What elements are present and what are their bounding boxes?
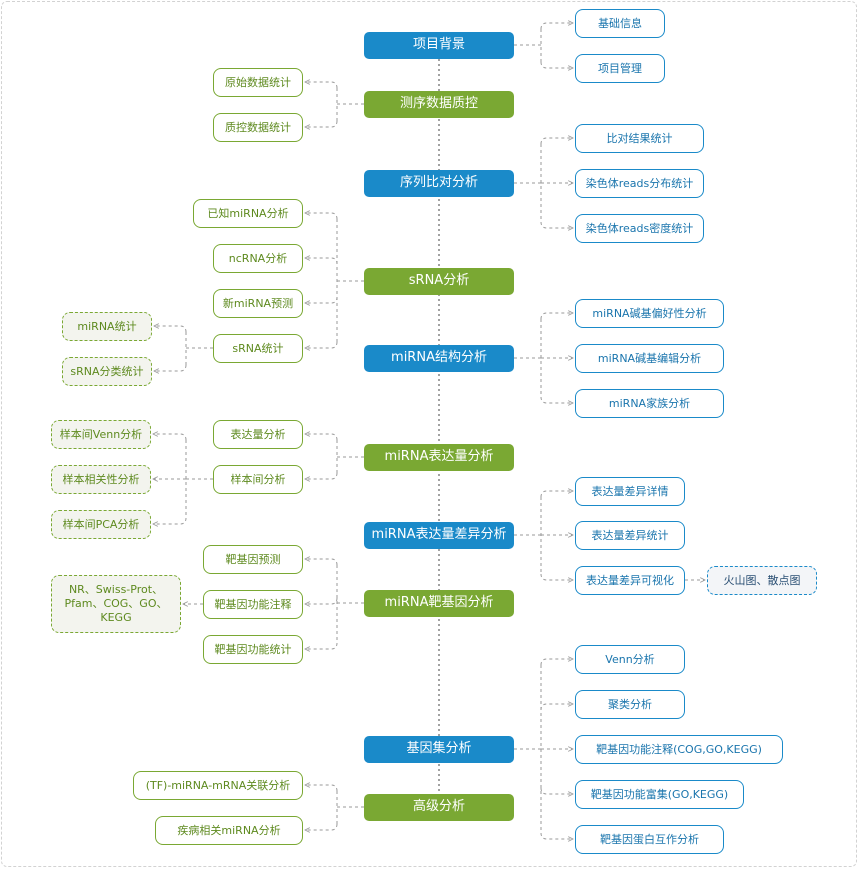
sub-node-diff-details: 表达量差异详情 [575,477,685,506]
sub-node-expression: 表达量分析 [213,420,303,449]
leaf-node-mirna-stats: miRNA统计 [62,312,152,341]
sub-node-chrom-reads-distribution: 染色体reads分布统计 [575,169,704,198]
leaf-node-sample-pca: 样本间PCA分析 [51,510,151,539]
branch-srna-arrow-2 [305,296,338,303]
sub-node-mirna-family: miRNA家族分析 [575,389,724,418]
branch-qc-arrow-0 [305,82,338,89]
main-node-sequencing-qc: 测序数据质控 [364,91,514,118]
branch-qc-arrow-1 [305,120,338,127]
leaf-node-volcano-scatter: 火山图、散点图 [707,566,817,595]
sub-node-alignment-stats: 比对结果统计 [575,124,704,153]
branch-srna-stats-arrow-1 [154,364,187,371]
branch-alignment-arrow-0 [540,138,573,145]
branch-target-arrow-2 [305,642,338,649]
leaf-node-annotation-databases: NR、Swiss-Prot、Pfam、COG、GO、KEGG [51,575,181,633]
sub-node-target-function-annotation: 靶基因功能注释 [203,590,303,619]
sub-node-target-ppi: 靶基因蛋白互作分析 [575,825,724,854]
sub-node-tf-mirna-mrna: (TF)-miRNA-mRNA关联分析 [133,771,303,800]
sub-node-target-prediction: 靶基因预测 [203,545,303,574]
sub-node-known-mirna: 已知miRNA分析 [193,199,303,228]
sub-node-ncrna: ncRNA分析 [213,244,303,273]
branch-differential-arrow-2 [540,573,573,580]
branch-differential-arrow-0 [540,491,573,498]
main-node-gene-set: 基因集分析 [364,736,514,763]
sub-node-qc-data-stats: 质控数据统计 [213,113,303,142]
sub-node-chrom-reads-density: 染色体reads密度统计 [575,214,704,243]
sub-node-basic-info: 基础信息 [575,9,665,38]
sub-node-target-annotation-cog-go-kegg: 靶基因功能注释(COG,GO,KEGG) [575,735,783,764]
branch-expression-arrow-1 [305,472,338,479]
main-node-mirna-expression: miRNA表达量分析 [364,444,514,471]
branch-srna-arrow-1 [305,258,338,265]
branch-target-arrow-1 [305,597,338,604]
branch-advanced-arrow-0 [305,785,338,792]
branch-srna-arrow-3 [305,341,338,348]
branch-geneset-arrow-4 [540,832,573,839]
sub-node-mirna-base-bias: miRNA碱基偏好性分析 [575,299,724,328]
main-node-project-background: 项目背景 [364,32,514,59]
sub-node-diff-stats: 表达量差异统计 [575,521,685,550]
branch-srna-stats-arrow-0 [154,326,187,333]
sub-node-target-function-stats: 靶基因功能统计 [203,635,303,664]
sub-node-target-enrichment-go-kegg: 靶基因功能富集(GO,KEGG) [575,780,744,809]
branch-structure-arrow-2 [540,396,573,403]
sub-node-diff-visualization: 表达量差异可视化 [575,566,685,595]
main-node-mirna-differential: miRNA表达量差异分析 [364,522,514,549]
branch-structure-arrow-0 [540,313,573,320]
branch-geneset-arrow-0 [540,659,573,666]
branch-sample-arrow-0 [153,434,187,441]
branch-alignment-arrow-2 [540,221,573,228]
leaf-node-srna-class-stats: sRNA分类统计 [62,357,152,386]
sub-node-clustering: 聚类分析 [575,690,685,719]
branch-geneset-arrow-3 [540,787,573,794]
main-node-mirna-structure: miRNA结构分析 [364,345,514,372]
branch-geneset-arrow-1 [540,704,573,711]
leaf-node-sample-correlation: 样本相关性分析 [51,465,151,494]
main-node-mirna-target: miRNA靶基因分析 [364,590,514,617]
sub-node-disease-mirna: 疾病相关miRNA分析 [155,816,303,845]
main-node-srna-analysis: sRNA分析 [364,268,514,295]
branch-srna-arrow-0 [305,213,338,220]
main-node-alignment-analysis: 序列比对分析 [364,170,514,197]
sub-node-raw-data-stats: 原始数据统计 [213,68,303,97]
branch-sample-arrow-2 [153,517,187,524]
sub-node-mirna-base-editing: miRNA碱基编辑分析 [575,344,724,373]
branch-advanced-arrow-1 [305,823,338,830]
branch-background-arrow-0 [540,23,573,30]
branch-expression-arrow-0 [305,434,338,441]
sub-node-between-samples: 样本间分析 [213,465,303,494]
sub-node-novel-mirna: 新miRNA预测 [213,289,303,318]
leaf-node-sample-venn: 样本间Venn分析 [51,420,151,449]
branch-background-arrow-1 [540,61,573,68]
sub-node-srna-stats: sRNA统计 [213,334,303,363]
main-node-advanced: 高级分析 [364,794,514,821]
sub-node-project-management: 项目管理 [575,54,665,83]
sub-node-venn: Venn分析 [575,645,685,674]
branch-target-arrow-0 [305,559,338,566]
